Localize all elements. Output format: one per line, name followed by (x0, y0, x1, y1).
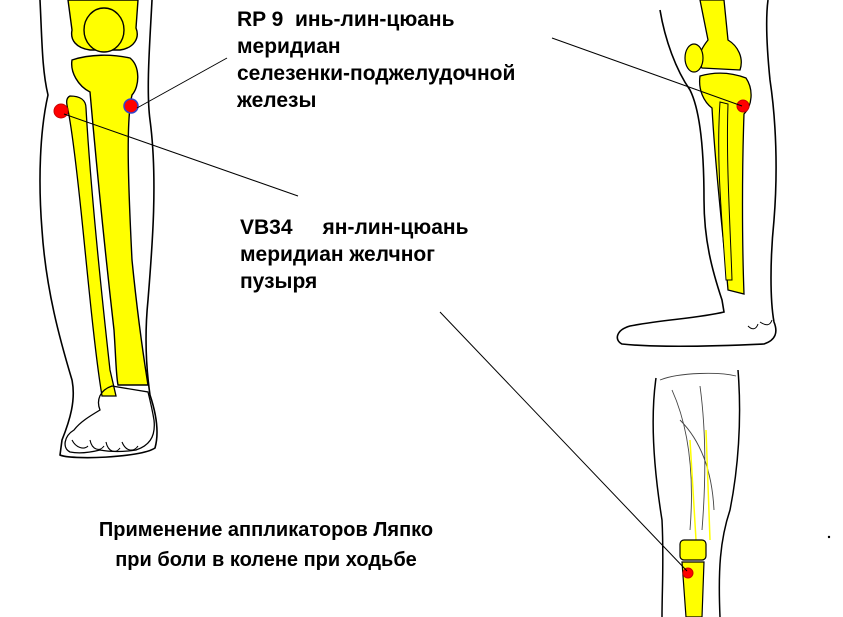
label-rp9-code: RP 9 (237, 8, 284, 31)
stray-dot (827, 535, 831, 539)
label-rp9-name: инь-лин-цюань (294, 8, 455, 31)
label-vb34-name: ян-лин-цюань (322, 216, 469, 239)
lateral-patella (679, 539, 707, 561)
label-vb34-line3: пузыря (240, 270, 318, 293)
toes (71, 439, 139, 452)
patella (83, 7, 125, 53)
front-foot (64, 385, 155, 454)
tibia (71, 54, 149, 386)
lateral-muscles (659, 372, 737, 531)
label-vb34-code: VB34 (240, 216, 293, 239)
side-leg-figure (616, 0, 777, 348)
label-rp9-line4: железы (237, 89, 317, 112)
label-rp9: RP 9 инь-лин-цюань меридиан селезенки-по… (237, 6, 515, 114)
front-leg-outline (39, 0, 158, 459)
point-rp9-side (736, 99, 750, 113)
label-rp9-line3: селезенки-поджелудочной (237, 62, 516, 85)
side-leg-outline (616, 0, 777, 348)
point-rp9-front (123, 98, 139, 114)
caption-line1: Применение аппликаторов Ляпко (98, 519, 434, 541)
lateral-tendon (689, 429, 711, 541)
pointer-lines (63, 37, 743, 572)
pointer-rp9-to-side (551, 37, 743, 107)
caption: Применение аппликаторов Ляпко при боли в… (26, 515, 506, 575)
side-patella (684, 43, 704, 73)
pointer-vb34-to-front (63, 113, 299, 197)
front-leg-figure (39, 0, 158, 459)
pointer-vb34-to-lateral (439, 311, 688, 572)
label-vb34-title-line: VB34 ян-лин-цюань (240, 214, 469, 241)
side-fibula (718, 101, 733, 281)
lateral-leg-figure (652, 369, 741, 617)
caption-line2: при боли в колене при ходьбе (115, 549, 417, 571)
label-rp9-line2: меридиан (237, 35, 341, 58)
lateral-leg-outline (652, 369, 741, 617)
label-rp9-title-line: RP 9 инь-лин-цюань (237, 6, 515, 33)
side-femur (698, 0, 742, 71)
fibula (66, 95, 117, 397)
label-vb34-line2: меридиан желчног (240, 243, 435, 266)
point-vb34-lateral (682, 567, 694, 579)
label-vb34: VB34 ян-лин-цюань меридиан желчног пузыря (240, 214, 469, 295)
pointer-rp9-to-front (136, 57, 228, 109)
point-vb34-front (53, 103, 69, 119)
side-foot-toes (747, 319, 773, 330)
